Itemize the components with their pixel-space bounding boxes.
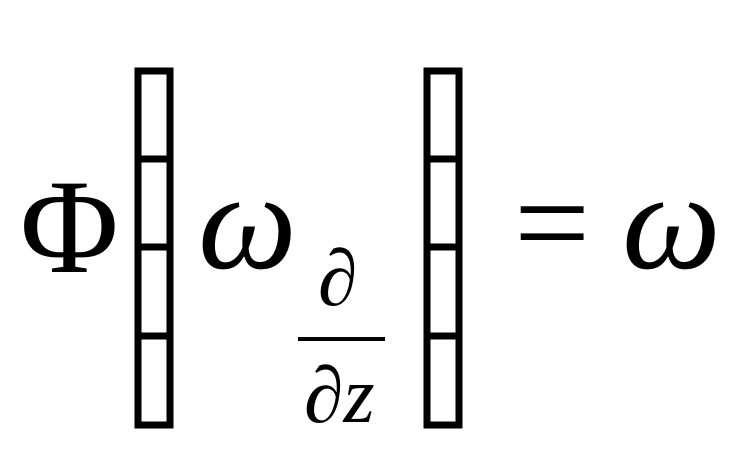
left-bracket [134,67,174,429]
fraction-numerator: ∂ [318,235,358,323]
right-bracket [423,67,463,429]
fraction-denominator: ∂z [304,352,375,440]
omega-symbol: ω [198,144,297,299]
phi-symbol: Φ [20,153,119,302]
result-omega-symbol: ω [622,144,721,299]
equals-sign: = [514,149,590,298]
